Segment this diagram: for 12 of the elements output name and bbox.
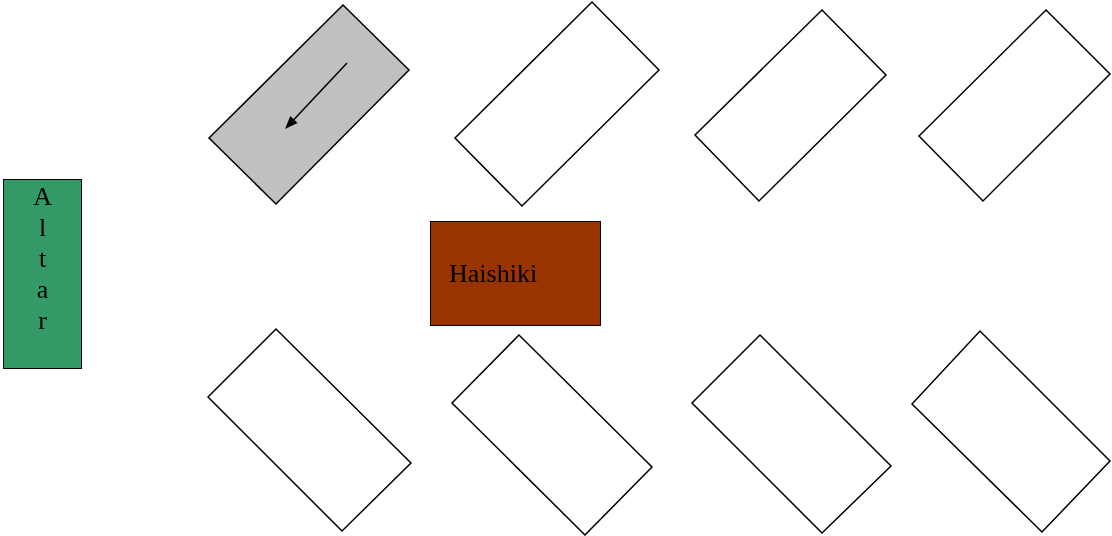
mat-outline: [918, 9, 1111, 202]
altar-label: Altar: [28, 182, 57, 337]
mat-outline: [694, 9, 887, 202]
mat-outline: [451, 334, 653, 536]
haishiki-label: Haishiki: [449, 259, 538, 288]
haishiki-block: [430, 221, 601, 326]
altar-block: [3, 179, 82, 369]
mat-outline: [207, 328, 412, 532]
mat-outline: [691, 334, 892, 534]
mat-outline: [208, 4, 410, 205]
mat-outline: [454, 1, 660, 207]
mat-outline: [911, 330, 1111, 533]
